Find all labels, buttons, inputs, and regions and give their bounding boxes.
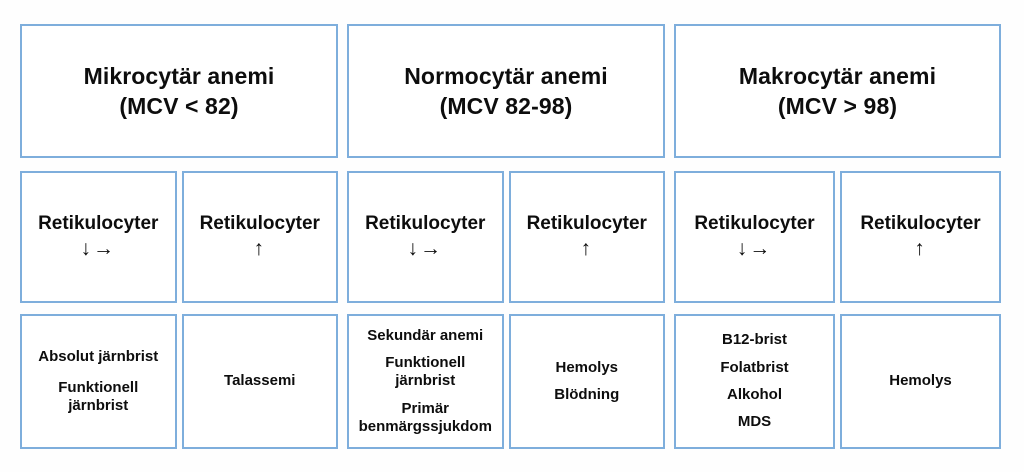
reticulocyte-label: Retikulocyter (365, 213, 486, 235)
diagnosis-box-makrocytar-high: Hemolys (840, 314, 1001, 449)
diagnosis-item: Sekundär anemi (367, 326, 484, 344)
header-line1-makrocytar: Makrocytär anemi (738, 62, 937, 89)
diagnosis-item: Funktionell järnbrist (385, 354, 466, 390)
column-normocytar: Normocytär anemi (MCV 82-98) (347, 24, 674, 158)
header-box-makrocytar: Makrocytär anemi (MCV > 98) (674, 24, 1001, 158)
reticulocyte-group-mikrocytar: Retikulocyter ↓→ Retikulocyter ↑ (20, 171, 347, 303)
reticulocyte-label: Retikulocyter (199, 213, 320, 235)
reticulocyte-group-normocytar: Retikulocyter ↓→ Retikulocyter ↑ (347, 171, 674, 303)
reticulocyte-label: Retikulocyter (860, 213, 981, 235)
header-box-normocytar: Normocytär anemi (MCV 82-98) (347, 24, 665, 158)
diagnosis-box-mikrocytar-low: Absolut järnbrist Funktionell järnbrist (20, 314, 177, 449)
up-arrow-icon: ↑ (914, 236, 927, 260)
header-title-mikrocytar: Mikrocytär anemi (MCV < 82) (78, 61, 281, 122)
reticulocyte-box-makrocytar-low: Retikulocyter ↓→ (674, 171, 835, 303)
header-line2-makrocytar: (MCV > 98) (777, 93, 898, 119)
header-box-mikrocytar: Mikrocytär anemi (MCV < 82) (20, 24, 338, 158)
anemia-type-header-row: Mikrocytär anemi (MCV < 82) Normocytär a… (20, 24, 1001, 158)
header-line2-normocytar: (MCV 82-98) (439, 93, 573, 119)
reticulocyte-row: Retikulocyter ↓→ Retikulocyter ↑ Retikul… (20, 171, 1001, 303)
reticulocyte-box-mikrocytar-high: Retikulocyter ↑ (181, 171, 338, 303)
down-arrow-icon: ↓→ (80, 236, 116, 260)
reticulocyte-label: Retikulocyter (38, 213, 159, 235)
diagnosis-item: Talassemi (224, 372, 296, 390)
diagnosis-item: MDS (737, 413, 772, 431)
down-arrow-icon: ↓→ (736, 236, 773, 260)
header-line2-mikrocytar: (MCV < 82) (119, 93, 239, 119)
diagnosis-group-makrocytar: B12-brist Folatbrist Alkohol MDS Hemolys (674, 314, 1001, 449)
diagnosis-item: Absolut järnbrist (38, 347, 159, 365)
diagnosis-box-mikrocytar-high: Talassemi (181, 314, 338, 449)
column-makrocytar: Makrocytär anemi (MCV > 98) (674, 24, 1001, 158)
diagnosis-item: Hemolys (889, 372, 952, 390)
diagnosis-box-normocytar-high: Hemolys Blödning (508, 314, 665, 449)
diagnosis-item: Folatbrist (720, 358, 789, 376)
header-title-makrocytar: Makrocytär anemi (MCV > 98) (733, 61, 942, 122)
diagnosis-item: Blödning (554, 386, 620, 403)
diagnosis-item: Hemolys (555, 358, 619, 376)
diagnosis-list: Hemolys (842, 372, 999, 390)
reticulocyte-box-mikrocytar-low: Retikulocyter ↓→ (20, 171, 177, 303)
reticulocyte-box-normocytar-high: Retikulocyter ↑ (508, 171, 665, 303)
header-title-normocytar: Normocytär anemi (MCV 82-98) (398, 61, 614, 122)
diagnosis-group-normocytar: Sekundär anemi Funktionell järnbrist Pri… (347, 314, 674, 449)
diagnosis-item: Primär benmärgssjukdom (358, 399, 492, 435)
up-arrow-icon: ↑ (253, 236, 266, 260)
diagnosis-group-mikrocytar: Absolut järnbrist Funktionell järnbrist … (20, 314, 347, 449)
header-line1-mikrocytar: Mikrocytär anemi (83, 62, 275, 89)
diagnosis-item: Funktionell järnbrist (58, 378, 139, 415)
diagnosis-list: Talassemi (184, 372, 337, 390)
diagnosis-item: B12-brist (721, 331, 788, 349)
diagnosis-list: Sekundär anemi Funktionell järnbrist Pri… (349, 327, 502, 436)
diagnosis-list: Absolut järnbrist Funktionell järnbrist (22, 348, 175, 416)
diagnosis-list: B12-brist Folatbrist Alkohol MDS (676, 331, 833, 431)
diagnosis-item: Alkohol (727, 386, 782, 403)
reticulocyte-label: Retikulocyter (526, 213, 647, 235)
reticulocyte-box-normocytar-low: Retikulocyter ↓→ (347, 171, 504, 303)
diagnosis-box-normocytar-low: Sekundär anemi Funktionell järnbrist Pri… (347, 314, 504, 449)
header-line1-normocytar: Normocytär anemi (404, 62, 608, 89)
anemia-classification-diagram: Mikrocytär anemi (MCV < 82) Normocytär a… (20, 24, 1001, 449)
column-mikrocytar: Mikrocytär anemi (MCV < 82) (20, 24, 347, 158)
diagnosis-row: Absolut järnbrist Funktionell järnbrist … (20, 314, 1001, 449)
up-arrow-icon: ↑ (580, 236, 593, 260)
diagnosis-box-makrocytar-low: B12-brist Folatbrist Alkohol MDS (674, 314, 835, 449)
reticulocyte-box-makrocytar-high: Retikulocyter ↑ (840, 171, 1001, 303)
reticulocyte-label: Retikulocyter (694, 213, 815, 235)
diagnosis-list: Hemolys Blödning (511, 359, 664, 405)
reticulocyte-group-makrocytar: Retikulocyter ↓→ Retikulocyter ↑ (674, 171, 1001, 303)
down-arrow-icon: ↓→ (407, 236, 443, 260)
